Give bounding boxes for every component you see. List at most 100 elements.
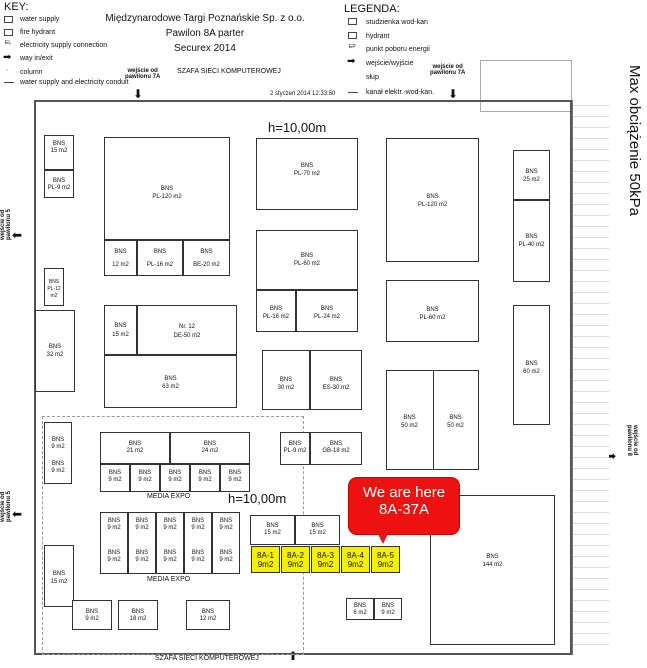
stand[interactable]: BNS PL-24 m2	[296, 290, 358, 332]
highlight-stand[interactable]: 8A-4 9m2	[341, 546, 370, 573]
divider	[433, 371, 434, 469]
stand-area: 9 m2	[198, 477, 212, 483]
stand[interactable]: BNS PL-120 m2	[104, 137, 230, 240]
stand-label: BNS	[114, 249, 127, 255]
stand[interactable]: BNS 9 m2 BNS 9 m2	[44, 422, 72, 484]
stand-area: 9 m2	[191, 525, 205, 531]
fire-hydrant-icon	[4, 29, 13, 36]
stand[interactable]: BNS 50 m2 BNS 50 m2	[386, 370, 479, 470]
stand-label: BNS	[219, 518, 233, 524]
stand[interactable]: BNS 21 m2	[100, 432, 170, 464]
stand[interactable]: BNS PL-16 m2	[256, 290, 296, 332]
stand-area: 18 m2	[129, 616, 147, 622]
stand-label: BNS	[329, 377, 343, 383]
stand[interactable]: BNS PL-16 m2	[137, 240, 183, 276]
stand[interactable]: BNS PL-60 m2	[386, 280, 479, 342]
stand-area: PL-40 m2	[518, 242, 545, 248]
electricity-icon: EL	[5, 40, 12, 46]
stand-area: 12 m2	[112, 262, 129, 268]
callout-pointer	[377, 532, 389, 544]
highlight-stand[interactable]: 8A-5 9m2	[371, 546, 400, 573]
stand-area: 9 m2	[191, 557, 205, 563]
side-entrance-label: wejście od pawilonu 5	[0, 208, 12, 240]
stand[interactable]: BNS BE-20 m2	[183, 240, 230, 276]
conduit-icon	[4, 82, 14, 83]
legenda-item: kanał elektr.-wod-kan.	[366, 89, 435, 96]
stand-label: BNS	[85, 609, 99, 615]
key-item: way in/exit	[20, 55, 53, 62]
arrow-icon: ➡	[347, 56, 356, 67]
stand-label: BNS	[114, 323, 127, 329]
stand[interactable]: BNS 63 m2	[104, 355, 237, 408]
stand-label: BNS	[107, 518, 121, 524]
stand-area: 9m2	[317, 560, 334, 569]
stand[interactable]: BNS 25 m2	[513, 150, 550, 200]
entrance-arrow-icon: ⬇	[133, 87, 144, 101]
stand-area: 60 m2	[523, 369, 540, 375]
entrance-arrow-icon: ⬆	[288, 649, 299, 663]
stand-area: 50 m2	[401, 423, 418, 429]
stand[interactable]: BNS 15 m2	[104, 305, 137, 355]
stand[interactable]: BNS 32 m2	[35, 310, 75, 392]
highlight-stand[interactable]: 8A-1 9m2	[251, 546, 280, 573]
stand[interactable]: BNS 30 m2	[262, 350, 310, 410]
stand[interactable]: BNS 15 m2	[44, 135, 74, 170]
stand-label: BNS	[203, 441, 217, 447]
stand-area: 15 m2	[50, 579, 68, 585]
highlight-stand[interactable]: 8A-2 9m2	[281, 546, 310, 573]
entrance-arrow-icon: ⬇	[448, 87, 459, 101]
stand[interactable]: BNS PL-40 m2	[513, 200, 550, 282]
stand-label: BNS	[128, 441, 142, 447]
stand-label: BNS	[381, 603, 395, 609]
stand-label: BNS	[266, 523, 279, 529]
stand[interactable]: Nr. 12 DE-50 m2	[137, 305, 237, 355]
stand-label: BNS	[153, 249, 167, 255]
stand-area: 9 m2	[163, 525, 177, 531]
stand[interactable]: BNS PL-12 m2	[44, 268, 64, 306]
stand[interactable]: BNS PL-120 m2	[386, 138, 479, 262]
entrance-arrow-icon: ⬅	[12, 228, 23, 242]
event-name: Securex 2014	[174, 43, 236, 54]
stand[interactable]: BNS 12 m2	[104, 240, 137, 276]
column-icon: ·	[6, 67, 9, 74]
entrance-arrow-icon: ⬅	[12, 507, 23, 521]
stand-label: BNS	[300, 253, 314, 259]
stand-label: BNS	[48, 344, 62, 350]
stand[interactable]: BNS 15 m2	[44, 545, 74, 607]
stand[interactable]: BNS PL-9 m2	[44, 170, 74, 198]
stand-label: BNS	[449, 415, 462, 421]
stand[interactable]: BNS PL-60 m2	[256, 230, 358, 290]
stand-label: BNS	[219, 550, 233, 556]
stand[interactable]: BNS 24 m2	[170, 432, 250, 464]
pavilion-name: Pawilon 8A parter	[165, 28, 245, 39]
media-expo-label: MEDIA EXPO	[147, 493, 191, 500]
stand-area: 15 m2	[112, 332, 129, 338]
stand-label: BNS	[163, 550, 177, 556]
stand-label: BNS	[279, 377, 293, 383]
highlight-stand[interactable]: 8A-3 9m2	[311, 546, 340, 573]
arrow-icon: ➡	[3, 52, 12, 63]
stand[interactable]: BNS PL-70 m2	[256, 138, 358, 210]
stand-label: BNS	[52, 571, 66, 577]
stand[interactable]: BNS ES-30 m2	[310, 350, 362, 410]
stand[interactable]: BNS 60 m2	[513, 305, 550, 425]
